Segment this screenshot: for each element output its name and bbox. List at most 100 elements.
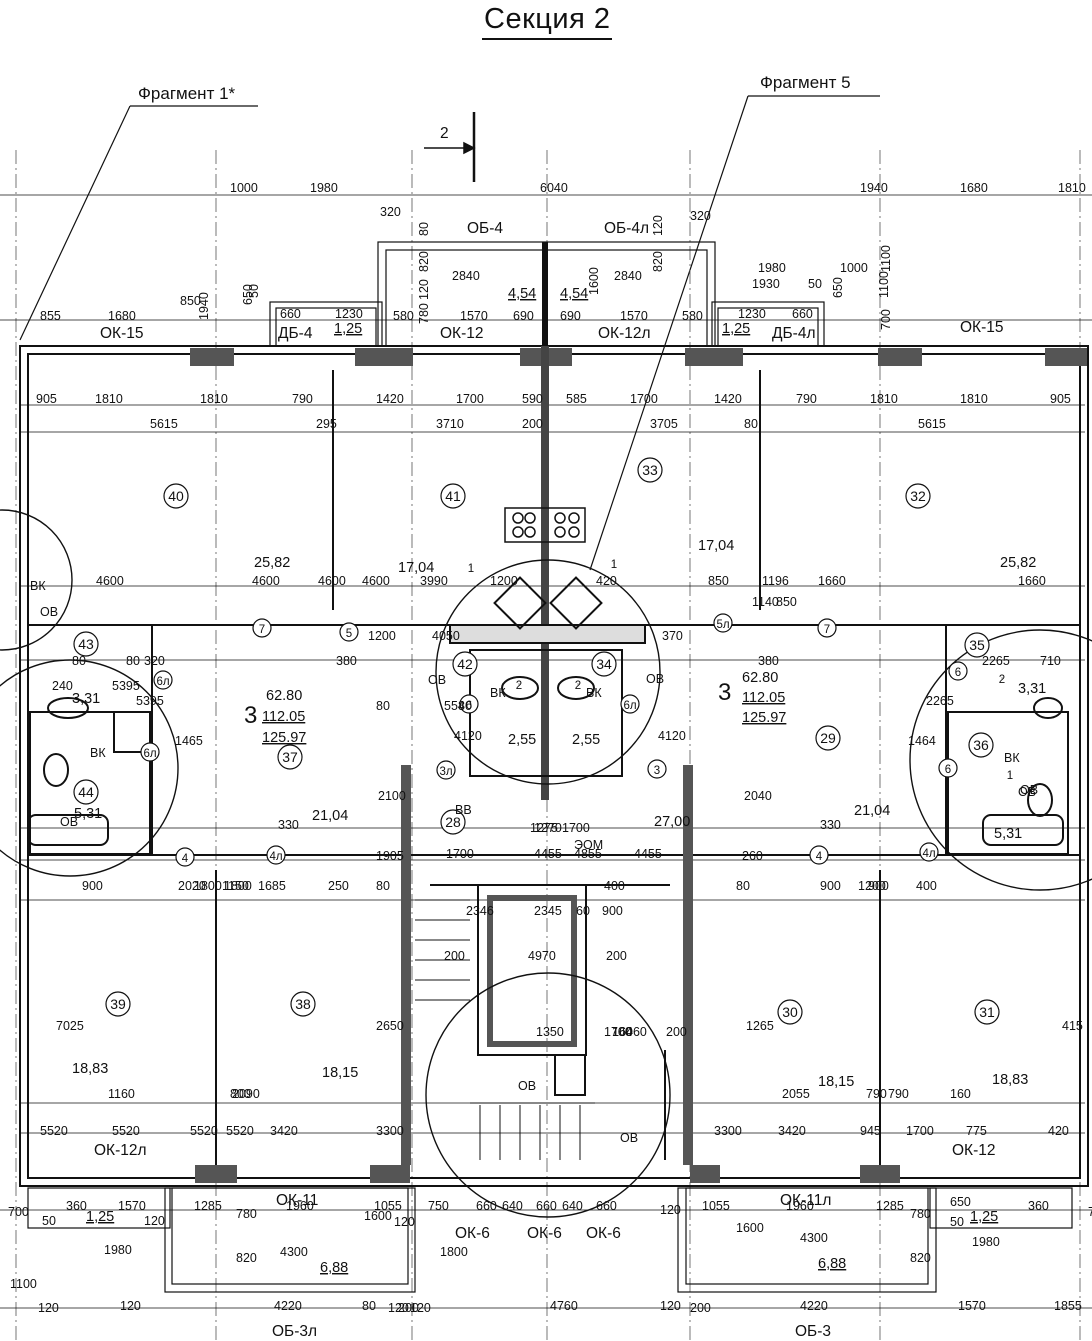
mid-dim: 710 bbox=[1040, 654, 1061, 668]
room-37: 37 bbox=[282, 749, 298, 765]
window-label: ОК-12 bbox=[440, 325, 484, 342]
equipment-label: ВК bbox=[1004, 751, 1020, 765]
room-36: 36 bbox=[973, 737, 989, 753]
stove bbox=[504, 507, 586, 543]
mid-dim: 554 bbox=[444, 699, 465, 713]
bottom-dim: 660 bbox=[476, 1199, 497, 1213]
window-label: ОК-12л bbox=[598, 325, 651, 342]
top-dim: 855 bbox=[40, 309, 61, 323]
window-label: ОБ-4 bbox=[467, 220, 503, 237]
door-mark: 5 bbox=[346, 628, 352, 640]
mid-dim: 1160 bbox=[108, 1087, 135, 1101]
mid-dim: 60 bbox=[576, 904, 590, 918]
bottom-dim: 4300 bbox=[280, 1245, 308, 1259]
room-39-circle bbox=[105, 991, 131, 1017]
balcony-area: 6,88 bbox=[818, 1256, 846, 1272]
room-38-circle bbox=[290, 991, 316, 1017]
room-34-circle bbox=[591, 651, 617, 677]
mid-dim: 2265 bbox=[926, 694, 954, 708]
top-dim: 660 bbox=[280, 307, 301, 321]
mid-dim: 3705 bbox=[650, 417, 678, 431]
top-dim: 690 bbox=[560, 309, 581, 323]
mid-dim: 2055 bbox=[782, 1087, 810, 1101]
fragment-1-leader bbox=[19, 105, 131, 341]
door-mark-circle bbox=[266, 845, 286, 865]
section-marker-number: 2 bbox=[440, 125, 449, 142]
room-area: 17,04 bbox=[698, 538, 734, 554]
top-dim: 50 bbox=[808, 277, 822, 291]
window-label: ОК-15 bbox=[100, 325, 144, 342]
door-mark-circle bbox=[647, 759, 667, 779]
balcony-area: 1,25 bbox=[334, 321, 362, 337]
door-mark-circle bbox=[620, 694, 640, 714]
top-dim: 1980 bbox=[758, 261, 786, 275]
top-dim: 2840 bbox=[452, 269, 480, 283]
room-area: 5,31 bbox=[74, 806, 102, 822]
mid-dim: 3300 bbox=[376, 1124, 404, 1138]
room-43-circle bbox=[73, 631, 99, 657]
window-label: ОК-11 bbox=[276, 1192, 318, 1209]
apt-left-total2: 125.97 bbox=[262, 730, 306, 746]
bottom-dim: 120 bbox=[410, 1301, 431, 1315]
bottom-dim: 700 bbox=[8, 1205, 29, 1219]
mid-dim: 4600 bbox=[96, 574, 124, 588]
room-area: 18,83 bbox=[72, 1061, 108, 1077]
apt-right-total: 112.05 bbox=[742, 690, 785, 706]
top-dim: 1600 bbox=[587, 267, 601, 295]
mid-dim: 1420 bbox=[714, 392, 742, 406]
bottom-dim: 80 bbox=[362, 1299, 376, 1313]
bottom-dim: 360 bbox=[1028, 1199, 1049, 1213]
bottom-dim: 700 bbox=[1088, 1205, 1092, 1219]
mid-dim: 5520 bbox=[40, 1124, 68, 1138]
mid-dim: 4050 bbox=[432, 629, 460, 643]
bottom-dim: 1570 bbox=[118, 1199, 146, 1213]
door-mark: 3 bbox=[654, 765, 660, 777]
door-mark: 1 bbox=[468, 563, 474, 575]
top-dim: 820 bbox=[651, 251, 665, 272]
mid-dim: 7025 bbox=[56, 1019, 84, 1033]
fragment-1-label: Фрагмент 1* bbox=[138, 84, 236, 103]
top-dim: 660 bbox=[792, 307, 813, 321]
bottom-balconies bbox=[27, 1187, 1073, 1293]
mid-dim: 1800 bbox=[224, 879, 252, 893]
mid-dim: 400 bbox=[916, 879, 937, 893]
bottom-dim: 120 bbox=[394, 1215, 415, 1229]
door-mark-circle bbox=[809, 845, 829, 865]
mid-dim: 160 bbox=[612, 1025, 633, 1039]
mid-dim: 160 bbox=[612, 1025, 633, 1039]
mid-dim: 4455 bbox=[534, 847, 562, 861]
mid-dim: 1800 bbox=[194, 879, 222, 893]
bathroom-left bbox=[27, 697, 151, 855]
door-mark: 6 bbox=[955, 667, 961, 679]
mid-dim: 420 bbox=[1048, 1124, 1069, 1138]
room-28: 28 bbox=[445, 814, 461, 830]
room-area: 21,04 bbox=[312, 808, 348, 824]
mid-dim: 2265 bbox=[982, 654, 1010, 668]
room-area: 5,31 bbox=[994, 826, 1022, 842]
elevator-shaft bbox=[430, 884, 670, 1096]
top-dim: 1570 bbox=[460, 309, 488, 323]
bottom-dim: 50 bbox=[950, 1215, 964, 1229]
balcony-area: 1,25 bbox=[970, 1209, 998, 1225]
window-label: ОК-6 bbox=[455, 1225, 490, 1242]
top-dim: 1100 bbox=[877, 271, 891, 298]
bottom-dim: 1100 bbox=[10, 1277, 37, 1291]
door-mark: 4 bbox=[816, 851, 823, 863]
door-mark-circle bbox=[919, 842, 939, 862]
top-dim: 1230 bbox=[738, 307, 766, 321]
mid-dim: 1140 bbox=[752, 595, 779, 609]
mid-dim: 800 bbox=[230, 1087, 251, 1101]
door-mark-circle bbox=[436, 760, 456, 780]
room-37-circle bbox=[277, 744, 303, 770]
top-dim: 780 bbox=[417, 303, 431, 324]
door-mark: 6 bbox=[945, 764, 951, 776]
room-42-circle bbox=[452, 651, 478, 677]
room-area: 18,83 bbox=[992, 1072, 1028, 1088]
window-label: ДБ-4л bbox=[772, 325, 816, 342]
room-40: 40 bbox=[168, 488, 184, 504]
top-dim: 650 bbox=[241, 284, 255, 305]
mid-dim: 4600 bbox=[252, 574, 280, 588]
mid-dim: 1200 bbox=[368, 629, 396, 643]
wall-fill bbox=[190, 348, 1087, 1183]
mid-dim: 3990 bbox=[420, 574, 448, 588]
